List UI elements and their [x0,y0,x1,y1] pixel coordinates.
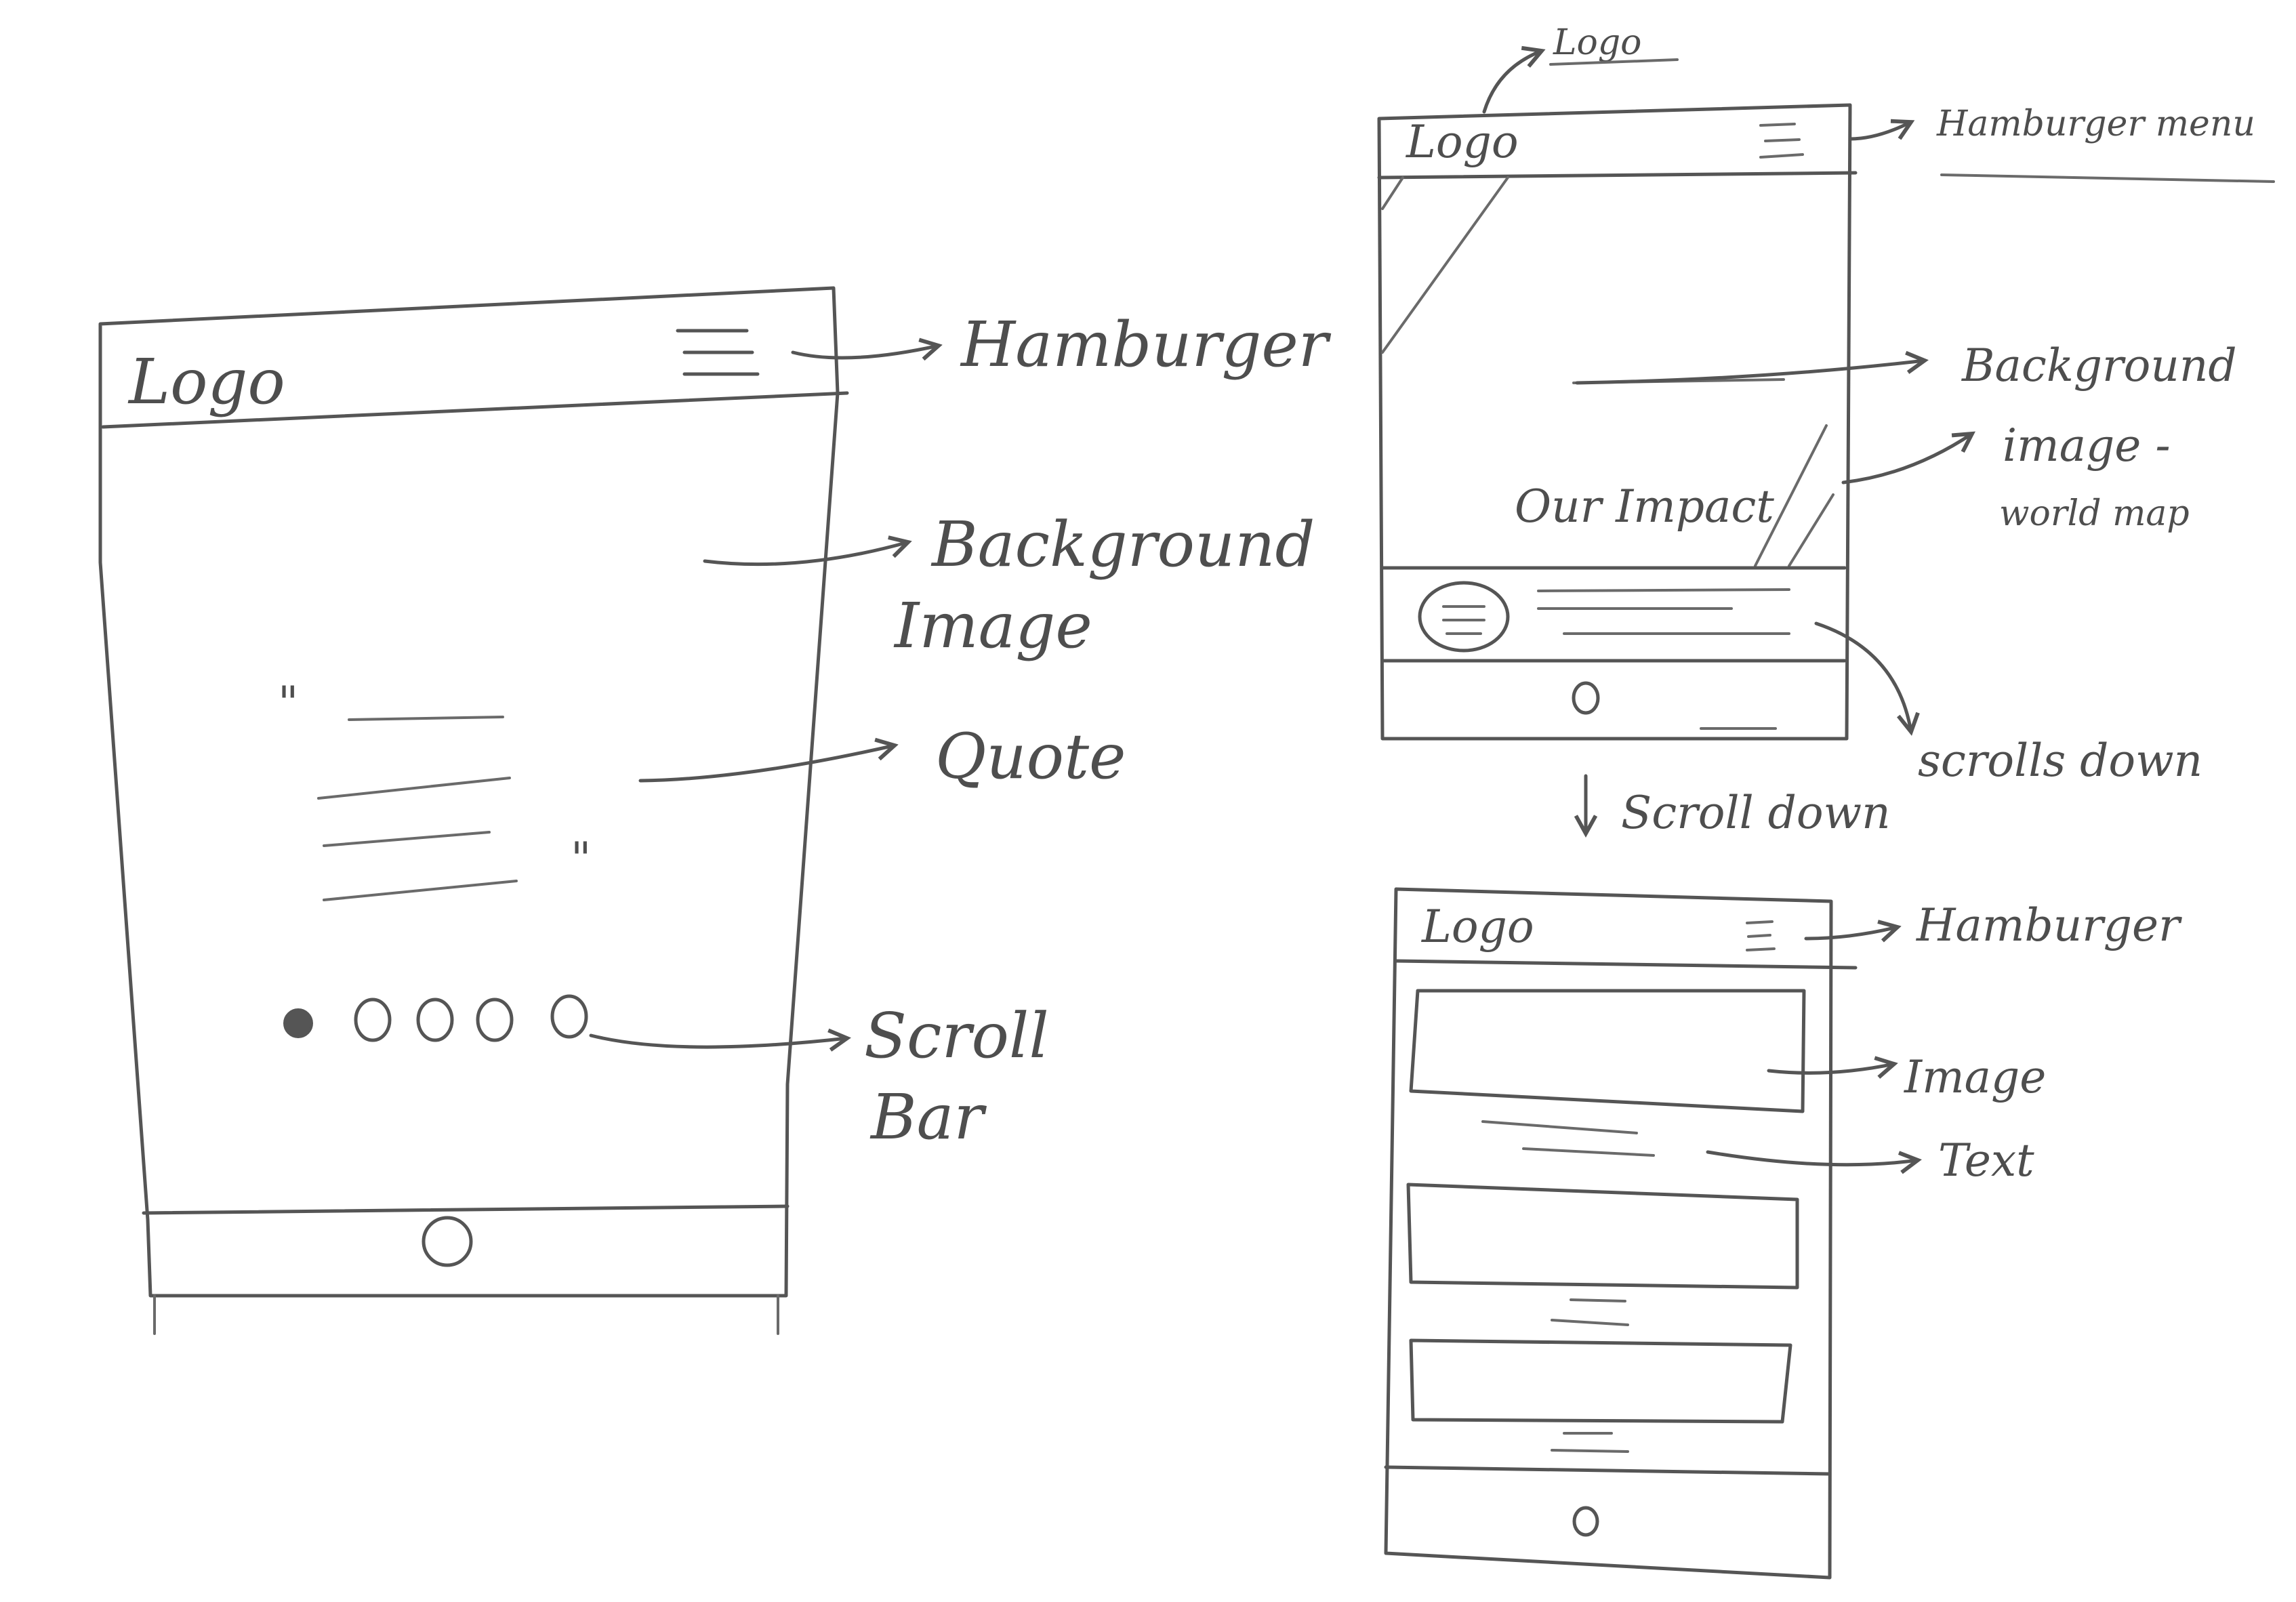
annotation-image: Image [1904,1051,2046,1103]
home-button-icon[interactable] [1572,1506,1599,1537]
annotation-bar: Bar [869,1081,987,1153]
annotation-hamburger-menu: Hamburger menu [1936,104,2255,144]
home-button-icon[interactable] [1572,681,1600,715]
header-divider [101,391,849,429]
text-lines [1481,1120,1655,1157]
annotation-hamburger: Hamburger [1916,899,2182,951]
home-bar-divider [142,1204,790,1215]
quote-text-lines [317,716,518,901]
scroll-down-label: Scroll down [1621,787,1891,839]
wireframe-2: Logo Our Impact Logo [1377,22,2275,787]
wireframe-1: Logo " " [98,286,1332,1335]
quote-open-mark: " [278,677,298,729]
carousel-dot[interactable] [416,998,454,1042]
carousel-dots[interactable] [283,994,588,1042]
hamburger-icon[interactable] [676,329,760,376]
text-lines [1551,1298,1629,1326]
header-divider [1394,959,1858,970]
annotation-background: Background [930,508,1315,581]
logo: Logo [1406,116,1519,168]
carousel-dot[interactable] [354,998,392,1042]
annotation-logo: Logo [1553,22,1641,63]
carousel-dot-active[interactable] [283,1008,313,1038]
hamburger-icon[interactable] [1759,123,1804,159]
hero-title: Our Impact [1515,480,1774,533]
quote-close-mark: " [571,833,591,885]
phone-frame [1384,887,1833,1580]
menu-circle-icon[interactable] [1418,581,1510,653]
logo: Logo [1421,901,1534,953]
annotation-image: Image [893,590,1092,662]
image-placeholder [1409,1338,1792,1424]
scroll-down-transition: Scroll down [1586,774,1891,839]
logo: Logo [127,346,285,418]
wireframe-3: Logo Hamburger Image Text [1384,887,2182,1580]
carousel-dot[interactable] [476,998,514,1042]
annotation-quote: Quote [935,720,1126,793]
header-divider [1377,171,1858,180]
hamburger-icon[interactable] [1746,920,1776,951]
annotation-hamburger: Hamburger [960,308,1332,381]
annotation-world-map: world map [1999,493,2190,534]
home-button-icon[interactable] [422,1216,473,1267]
carousel-dot[interactable] [550,994,588,1039]
image-placeholder [1409,989,1806,1113]
phone-frame [98,286,840,1298]
phone-frame [1377,103,1852,741]
annotation-image: image - [2003,419,2171,472]
image-placeholder [1406,1183,1799,1290]
annotation-scrolls-down: scrolls down [1918,735,2202,787]
annotation-background: Background [1961,340,2237,392]
annotation-text: Text [1938,1134,2034,1187]
text-lines [1551,1432,1629,1453]
panel-text-lines [1537,588,1790,635]
annotation-scroll: Scroll [864,1000,1049,1072]
